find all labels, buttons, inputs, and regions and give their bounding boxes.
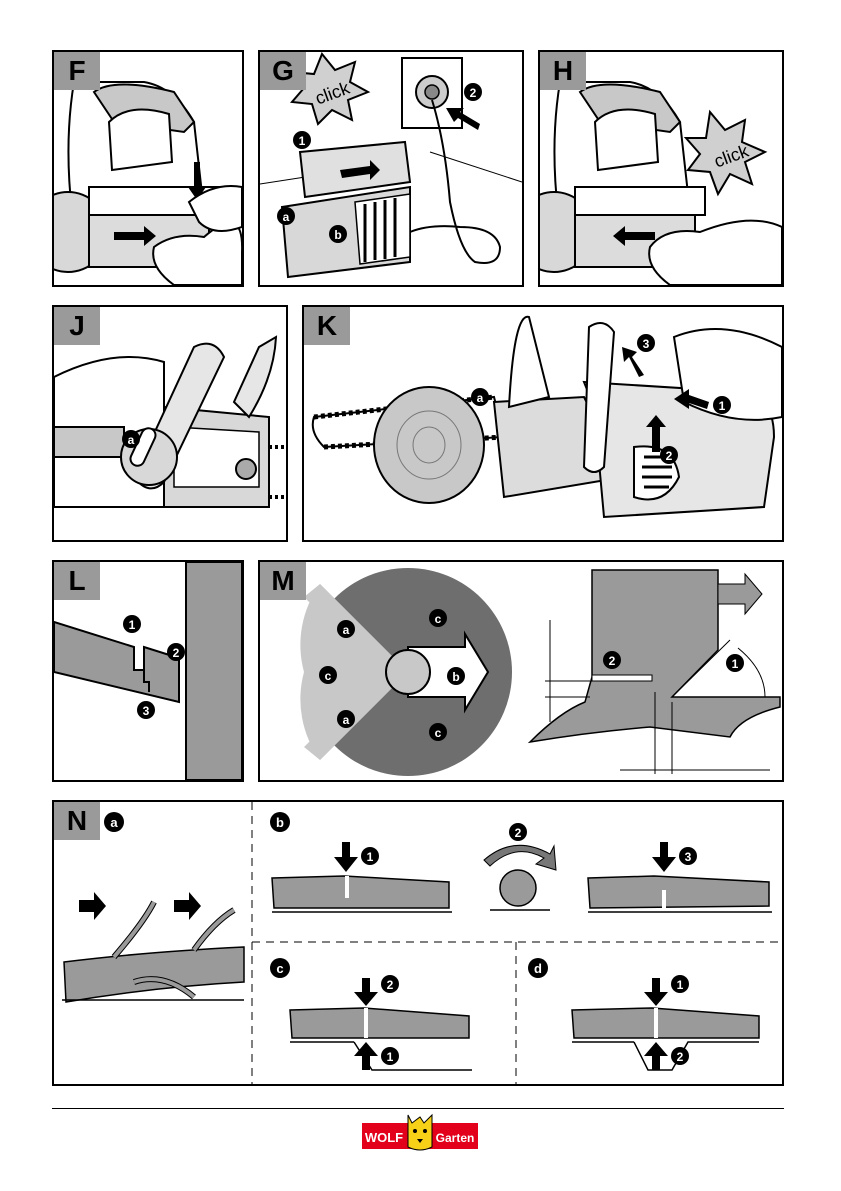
panel-m: M a a b c c c 2 1 <box>258 560 784 782</box>
marker-2: 2 <box>470 86 477 100</box>
marker-2: 2 <box>666 449 673 463</box>
marker-1: 1 <box>732 657 739 671</box>
felling-illustration: a a b c c c 2 1 <box>260 562 782 780</box>
marker-a-bottom: a <box>343 713 350 727</box>
marker-1: 1 <box>719 399 726 413</box>
panel-n: N a b 1 2 3 c <box>52 800 784 1086</box>
marker-2: 1 <box>129 618 136 632</box>
marker-a: a <box>128 433 135 447</box>
marker-2: 2 <box>609 654 616 668</box>
marker-a: a <box>477 391 484 405</box>
marker-b-3: 3 <box>685 850 692 864</box>
section-b: b <box>276 815 284 830</box>
panel-label: J <box>54 307 100 345</box>
panel-label: H <box>540 52 586 90</box>
footer-rule <box>52 1108 784 1109</box>
wolf-garten-logo: WOLF Garten <box>362 1113 478 1151</box>
marker-c-2: 2 <box>387 978 394 992</box>
panel-label: L <box>54 562 100 600</box>
panel-label: G <box>260 52 306 90</box>
section-c: c <box>276 961 283 976</box>
panel-h: H click <box>538 50 784 287</box>
marker-3: 3 <box>643 337 650 351</box>
panel-g: G click 1 2 a b <box>258 50 524 287</box>
marker-3: 2 <box>173 646 180 660</box>
panel-label: N <box>54 802 100 840</box>
marker-d-1: 1 <box>677 978 684 992</box>
logo-wolf-text: WOLF <box>365 1130 403 1145</box>
panel-label: K <box>304 307 350 345</box>
panel-label: F <box>54 52 100 90</box>
logo-garten-text: Garten <box>436 1131 475 1145</box>
panel-f: F <box>52 50 244 287</box>
panel-l: L 1 2 3 <box>52 560 244 782</box>
cutting-techniques-illustration: a b 1 2 3 c 2 1 <box>54 802 782 1084</box>
marker-b: b <box>334 228 341 242</box>
marker-c-1: 1 <box>387 1050 394 1064</box>
panel-k: K 1 2 3 a <box>302 305 784 542</box>
section-a: a <box>110 815 118 830</box>
panel-j: J a <box>52 305 288 542</box>
marker-a: a <box>283 210 290 224</box>
marker-c-bottom: c <box>435 726 442 740</box>
marker-1: 1 <box>299 134 306 148</box>
marker-b-1: 1 <box>367 850 374 864</box>
marker-b: b <box>452 670 459 684</box>
marker-1: 3 <box>143 704 150 718</box>
panel-label: M <box>260 562 306 600</box>
marker-c-top: c <box>435 612 442 626</box>
start-illustration: 1 2 3 a <box>304 307 782 540</box>
marker-d-2: 2 <box>677 1050 684 1064</box>
marker-c-left: c <box>325 669 332 683</box>
section-d: d <box>534 961 542 976</box>
marker-a-top: a <box>343 623 350 637</box>
marker-b-2: 2 <box>515 826 522 840</box>
